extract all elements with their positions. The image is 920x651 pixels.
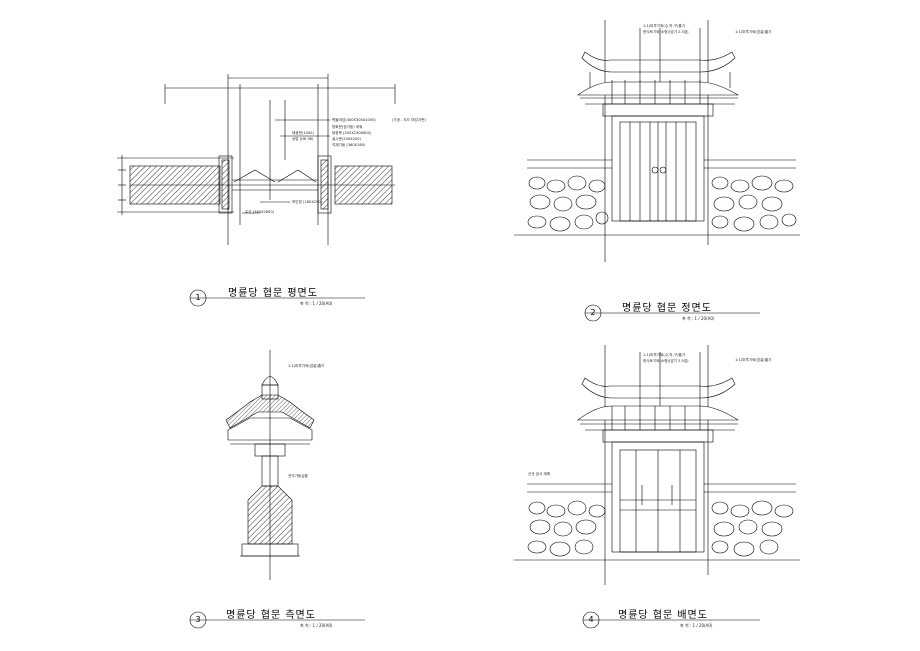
drawing-scale-3: 축 척 : 1 / 20(A0) (300, 623, 333, 628)
rear-note-1: 1:1(마루기와(수,막,구)줄기 (643, 353, 686, 357)
plan-note-3: 방화문(뒷기둥) 세워 (332, 125, 363, 129)
side-note-2: 전석기둥심할 (288, 474, 308, 478)
rear-stone-wall-left (527, 500, 606, 557)
plan-view (117, 74, 396, 245)
rear-note-2: 한식토기와(소형)(암기 2.5겹) (643, 359, 689, 363)
rear-stone-wall-right (711, 500, 794, 557)
side-note-1: 1:1(마루기와(암골)줄기 (288, 364, 325, 368)
drawing-scale-4: 축 척 : 1 / 20(A0) (680, 623, 713, 628)
drawing-title-3: 명륜당 협문 측면도 (226, 610, 316, 621)
plan-note-8: 상방 (HK 36) (292, 137, 314, 141)
front-note-2: 한식토기와(소형)(암기 2.5겹) (643, 30, 689, 34)
drawing-title-4: 명륜당 협문 배면도 (618, 610, 708, 621)
stone-wall-left (527, 175, 609, 232)
plan-note-1: 벽돌마감(400X300X1000) (332, 118, 376, 122)
front-note-3: 1:1(마루기와(암골)줄기 (735, 30, 772, 34)
front-note-1: 1:1(마루기와(수,막,구)줄기 (643, 24, 686, 28)
drawing-scale-2: 축 척 : 1 / 20(A0) (682, 316, 715, 321)
rear-note-3: 1:1(마루기와(암골)줄기 (735, 358, 772, 362)
rear-note-4: 신규 공사 계획 (528, 472, 551, 476)
side-elevation (225, 350, 315, 580)
front-elevation (514, 20, 800, 262)
plan-note-4: 쌍창목 (500X230X800) (332, 131, 372, 135)
drawing-number-1: 1 (195, 293, 201, 302)
drawing-number-4: 4 (588, 615, 594, 624)
rear-elevation (514, 345, 800, 585)
plan-note-9: 하인방 (180X250) (292, 200, 323, 204)
drawing-scale-1: 축 척 : 1 / 20(A0) (300, 301, 333, 306)
plan-note-10: 주선 (360X2800) (245, 210, 275, 214)
plan-note-5: 설시문(250X200) (332, 137, 361, 141)
plan-note-7: 태광판(1000) (292, 131, 314, 135)
drawing-title-1: 명륜당 협문 평면도 (228, 288, 318, 299)
drawing-number-3: 3 (195, 615, 201, 624)
plan-note-6: 직계기둥 (360X180) (332, 143, 366, 147)
drawing-title-2: 명륜당 협문 정면도 (622, 303, 712, 314)
plan-note-2: (가공 - 도드 마감사면) (392, 118, 426, 122)
drawing-number-2: 2 (590, 308, 596, 317)
title-blocks (189, 289, 760, 629)
stone-wall-right (711, 175, 797, 232)
